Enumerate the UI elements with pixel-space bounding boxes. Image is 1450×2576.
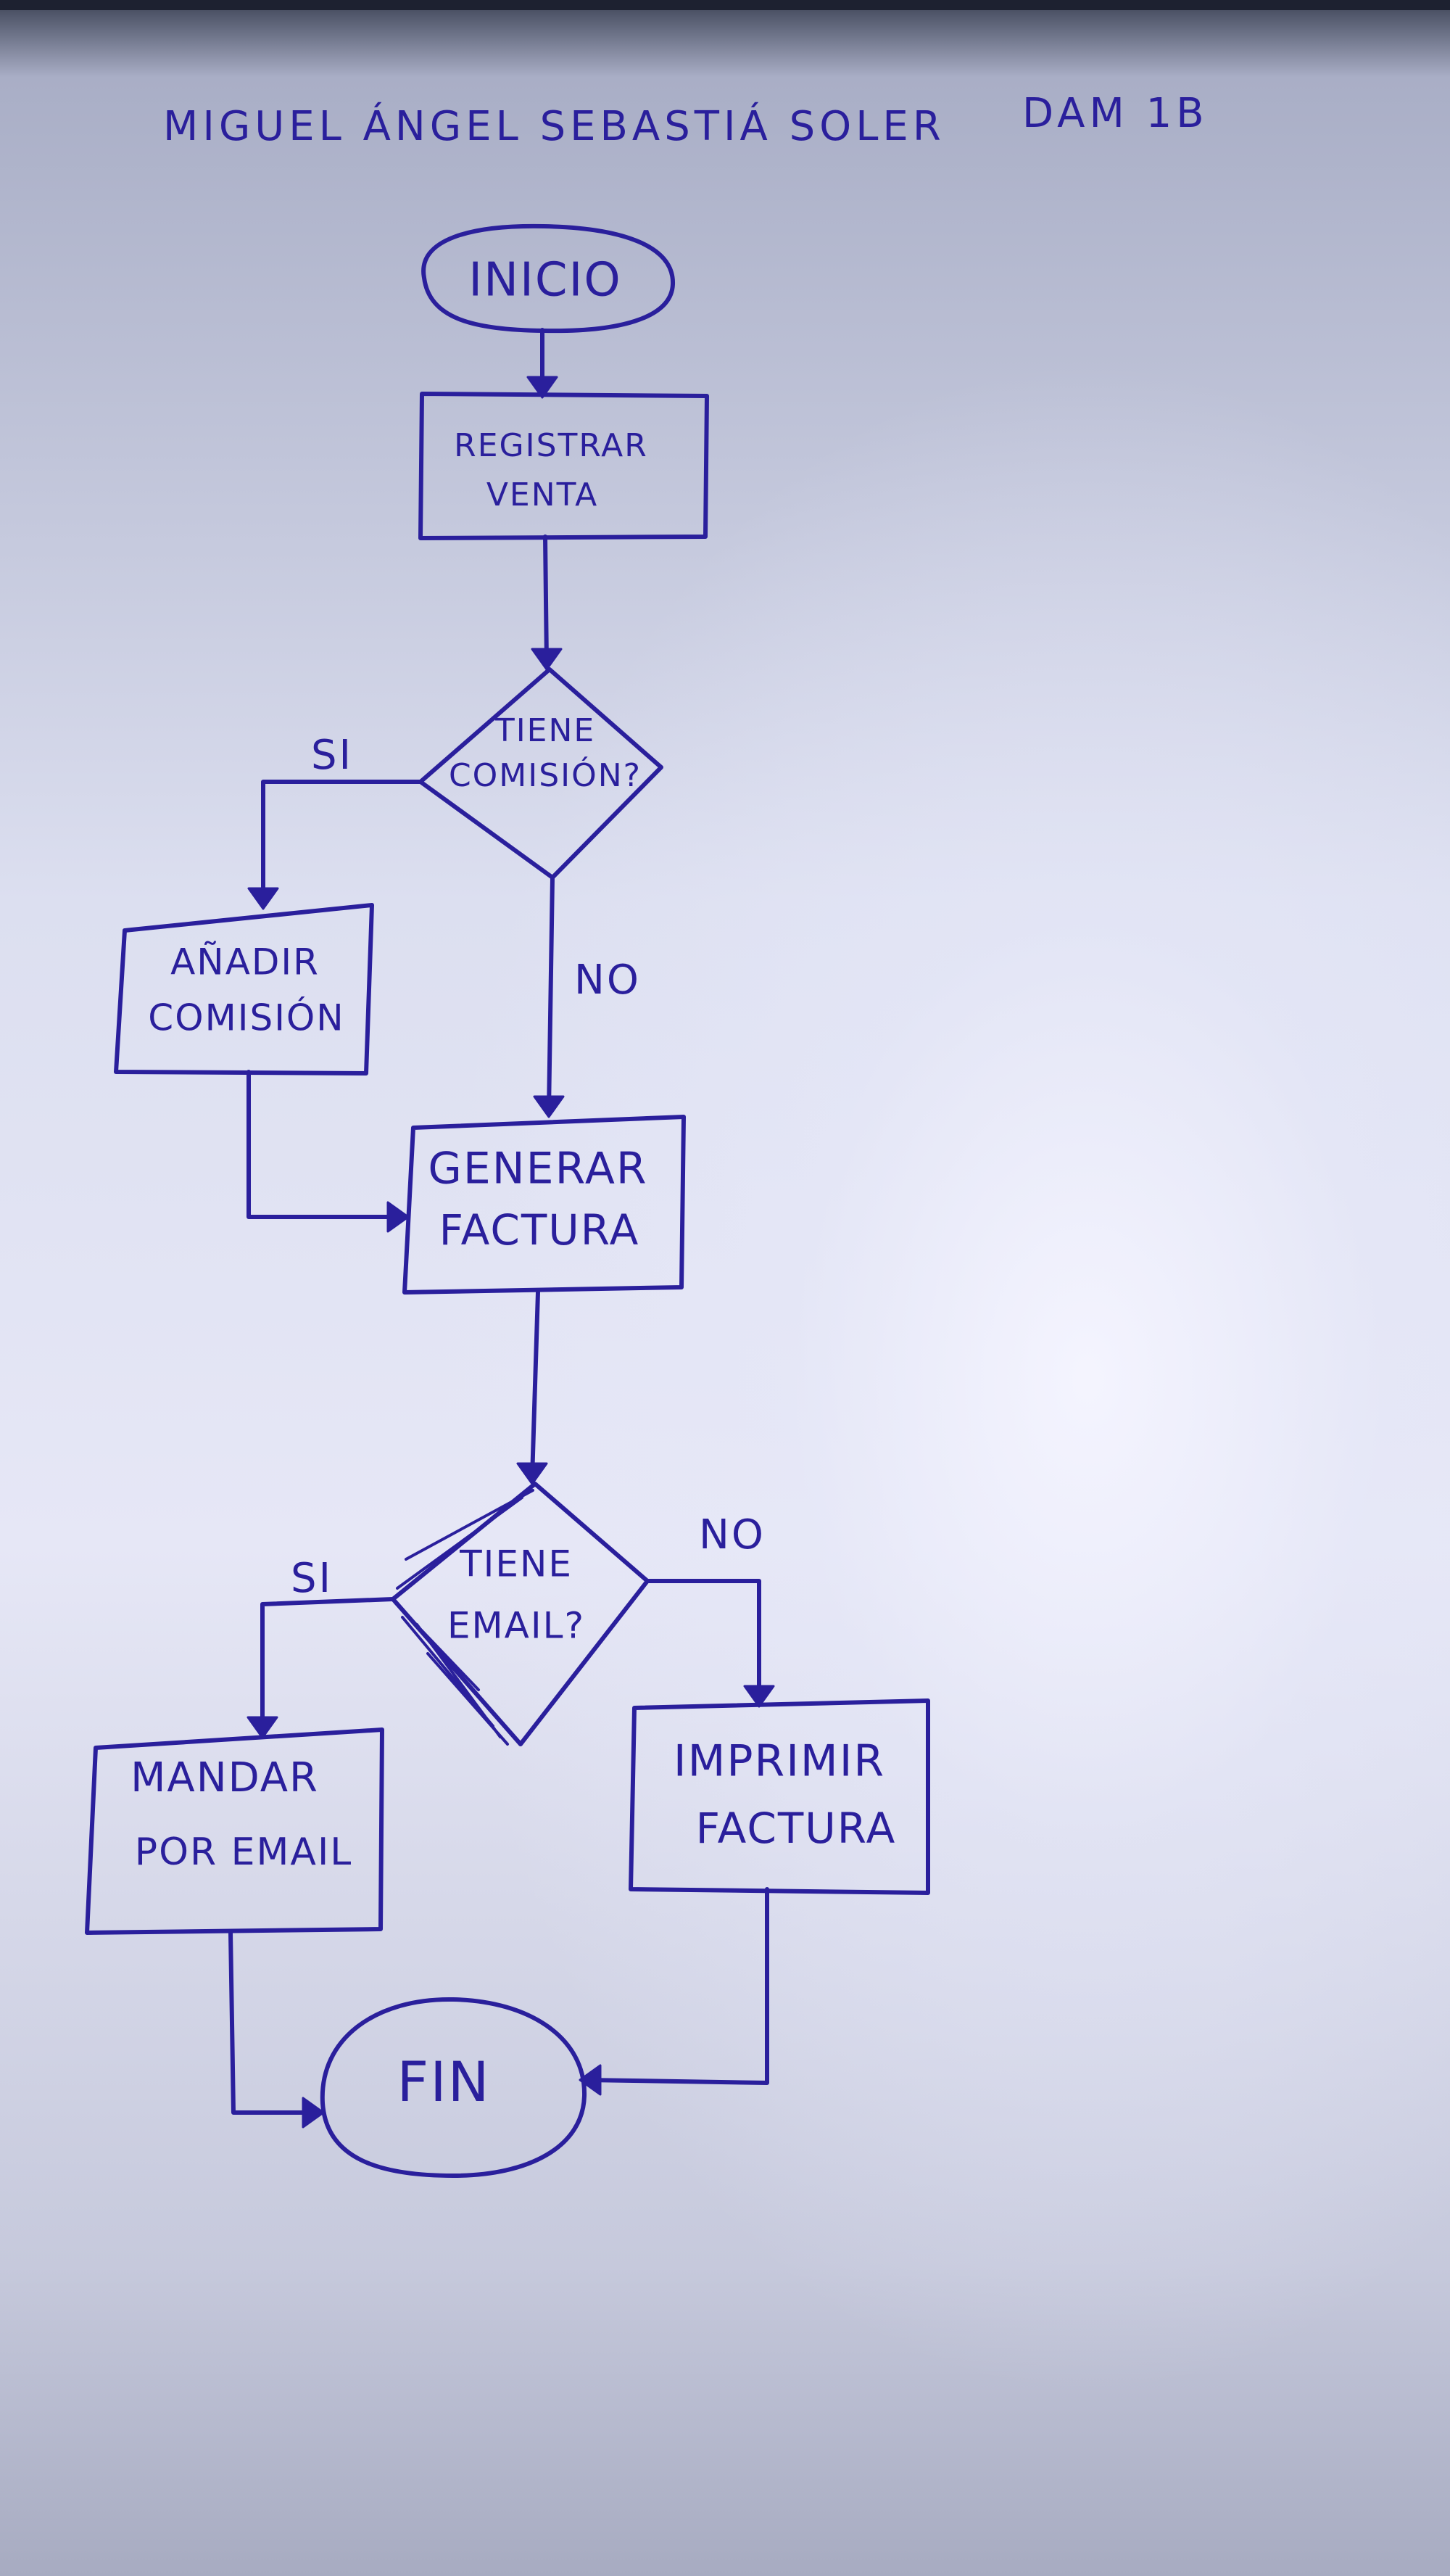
arrowhead-register — [526, 376, 558, 399]
send-email-line2: POR EMAIL — [135, 1830, 353, 1874]
commission-yes-label: SI — [311, 732, 353, 779]
connector-invoice-email — [530, 1290, 540, 1480]
send-email-line1: MANDAR — [130, 1754, 319, 1801]
print-line1: IMPRIMIR — [674, 1736, 885, 1787]
connector-register-decision — [543, 534, 549, 666]
send-email-box — [85, 1727, 384, 1935]
email-diamond — [391, 1482, 650, 1746]
arrowhead-send-email — [246, 1716, 278, 1739]
register-label-line1: REGISTRAR — [454, 427, 648, 464]
start-oval — [421, 223, 676, 334]
node-end: FIN — [320, 1997, 587, 2178]
node-commission-decision: TIENE COMISIÓN? — [418, 667, 663, 880]
invoice-line1: GENERAR — [428, 1144, 647, 1194]
arrowhead-invoice — [533, 1095, 565, 1118]
invoice-box — [402, 1115, 686, 1295]
register-label-line2: VENTA — [486, 476, 598, 513]
arrowhead-commission-decision — [531, 648, 563, 671]
connector-commission-yes — [261, 780, 423, 905]
node-add-commission: AÑADIR COMISIÓN — [114, 903, 374, 1076]
node-email-decision: TIENE EMAIL? — [391, 1482, 650, 1746]
commission-decision-line2: COMISIÓN? — [449, 756, 642, 794]
node-send-email: MANDAR POR EMAIL — [85, 1727, 384, 1935]
add-commission-line1: AÑADIR — [170, 941, 320, 983]
email-no-label: NO — [699, 1511, 766, 1559]
arrowhead-end-left — [302, 2097, 325, 2129]
node-print-invoice: IMPRIMIR FACTURA — [629, 1698, 930, 1895]
email-decision-line2: EMAIL? — [447, 1605, 585, 1647]
add-commission-box — [114, 903, 374, 1076]
commission-decision-line1: TIENE — [494, 712, 595, 749]
end-label: FIN — [397, 2049, 491, 2114]
node-start: INICIO — [421, 223, 676, 334]
email-yes-label: SI — [291, 1555, 333, 1602]
connector-email-yes — [260, 1597, 395, 1734]
register-box — [418, 392, 709, 540]
node-generate-invoice: GENERAR FACTURA — [402, 1115, 686, 1295]
arrowhead-print — [743, 1685, 775, 1708]
arrowhead-add-commission — [247, 887, 279, 910]
connector-email-no — [645, 1579, 761, 1703]
arrowhead-invoice-side — [386, 1201, 410, 1233]
connector-commission-no — [547, 875, 555, 1113]
start-label: INICIO — [468, 254, 622, 307]
email-decision-line1: TIENE — [459, 1543, 573, 1585]
end-oval — [320, 1997, 587, 2178]
class-label: DAM 1B — [1022, 90, 1209, 137]
print-line2: FACTURA — [696, 1804, 897, 1853]
add-commission-line2: COMISIÓN — [148, 996, 344, 1039]
print-box — [629, 1698, 930, 1895]
author-name: MIGUEL ÁNGEL SEBASTIÁ SOLER — [163, 103, 945, 150]
connector-commission-invoice — [246, 1070, 405, 1219]
diamond-scribble — [394, 1489, 534, 1746]
connector-print-end — [584, 1887, 769, 2085]
connectors — [228, 328, 775, 2129]
arrowhead-end-right — [579, 2064, 602, 2096]
connector-email-end — [228, 1931, 320, 2115]
node-register-sale: REGISTRAR VENTA — [418, 392, 709, 540]
commission-diamond — [418, 667, 663, 880]
commission-no-label: NO — [574, 957, 641, 1004]
invoice-line2: FACTURA — [439, 1205, 640, 1255]
arrowhead-email-decision — [516, 1462, 548, 1485]
